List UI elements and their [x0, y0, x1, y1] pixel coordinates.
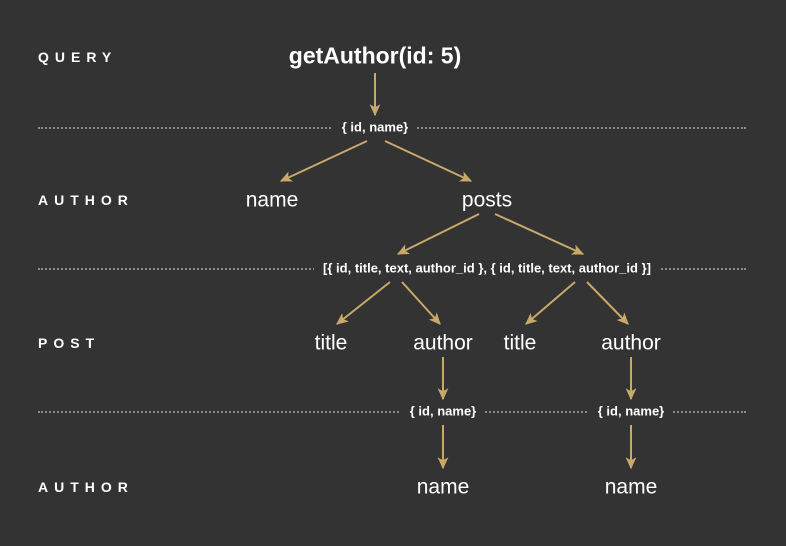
- edge-array-to-author1: [401, 281, 441, 325]
- divider-3: [38, 411, 746, 413]
- edge-posts-to-array-left: [396, 213, 480, 255]
- edge-array-to-author2: [586, 281, 629, 325]
- shape-query-result: { id, name}: [332, 120, 418, 134]
- edge-query-shape-to-posts: [384, 140, 473, 182]
- row-label-query-0: QUERY: [38, 49, 118, 65]
- node-name1: name: [245, 188, 299, 212]
- row-label-post-2: POST: [38, 335, 101, 351]
- edge-query-shape-to-name: [279, 140, 368, 182]
- shape-posts-result: [{ id, title, text, author_id }, { id, t…: [314, 261, 660, 275]
- node-author2: author: [601, 331, 661, 355]
- row-label-author-3: AUTHOR: [38, 479, 134, 495]
- node-name3: name: [604, 475, 658, 499]
- node-title2: title: [503, 331, 537, 355]
- edge-posts-to-array-right: [494, 213, 585, 255]
- node-posts: posts: [461, 188, 513, 212]
- node-author1: author: [413, 331, 473, 355]
- node-name2: name: [416, 475, 470, 499]
- row-label-author-1: AUTHOR: [38, 192, 134, 208]
- edge-array-to-title1: [336, 281, 391, 325]
- node-root: getAuthor(id: 5): [288, 42, 462, 69]
- shape-author2-result: { id, name}: [588, 404, 674, 418]
- node-title1: title: [314, 331, 348, 355]
- edge-array-to-title2: [525, 281, 576, 325]
- shape-author1-result: { id, name}: [400, 404, 486, 418]
